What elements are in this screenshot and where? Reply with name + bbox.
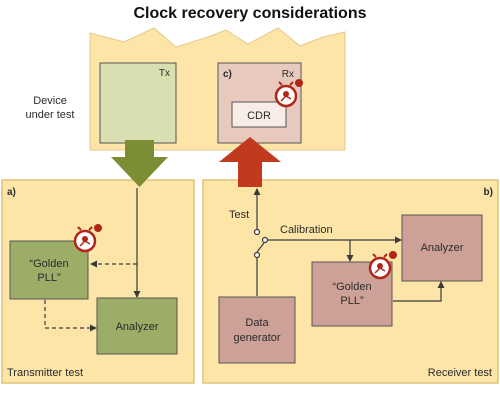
data-generator-line2: generator bbox=[233, 332, 280, 344]
test-label: Test bbox=[229, 209, 249, 221]
data-generator-box bbox=[218, 296, 296, 364]
cdr-box bbox=[231, 101, 287, 128]
dut-label-line1: Device bbox=[33, 95, 67, 107]
rx-label: Rx bbox=[282, 69, 294, 80]
dut-label-line2: under test bbox=[26, 109, 75, 121]
receiver-golden-pll-line2: PLL” bbox=[340, 295, 364, 307]
golden-pll-label-line2: PLL” bbox=[37, 272, 61, 284]
golden-pll-label-line1: “Golden bbox=[29, 258, 68, 270]
data-generator-line1: Data bbox=[245, 317, 269, 329]
arrow-down-icon bbox=[111, 140, 168, 187]
receiver-analyzer-label: Analyzer bbox=[421, 242, 464, 254]
recovered-clock-line bbox=[44, 300, 97, 332]
cdr-label: CDR bbox=[247, 110, 271, 122]
transmitter-tag: a) bbox=[7, 187, 16, 198]
tx-label: Tx bbox=[159, 68, 170, 79]
analyzer-box bbox=[96, 297, 178, 355]
rx-tag: c) bbox=[223, 69, 232, 80]
arrow-up-icon bbox=[219, 137, 281, 187]
calibration-label: Calibration bbox=[280, 224, 333, 236]
receiver-tag: b) bbox=[484, 187, 493, 198]
receiver-golden-pll-line1: “Golden bbox=[332, 281, 371, 293]
golden-pll-box bbox=[9, 240, 89, 300]
transmitter-footer: Transmitter test bbox=[7, 367, 83, 379]
receiver-footer: Receiver test bbox=[428, 367, 492, 379]
switch-icon bbox=[253, 228, 269, 259]
tx-box bbox=[99, 62, 177, 144]
diagram-title: Clock recovery considerations bbox=[134, 5, 367, 22]
analyzer-label: Analyzer bbox=[116, 321, 159, 333]
receiver-analyzer-box bbox=[401, 214, 483, 282]
pll-clock-to-analyzer-line bbox=[393, 281, 445, 302]
